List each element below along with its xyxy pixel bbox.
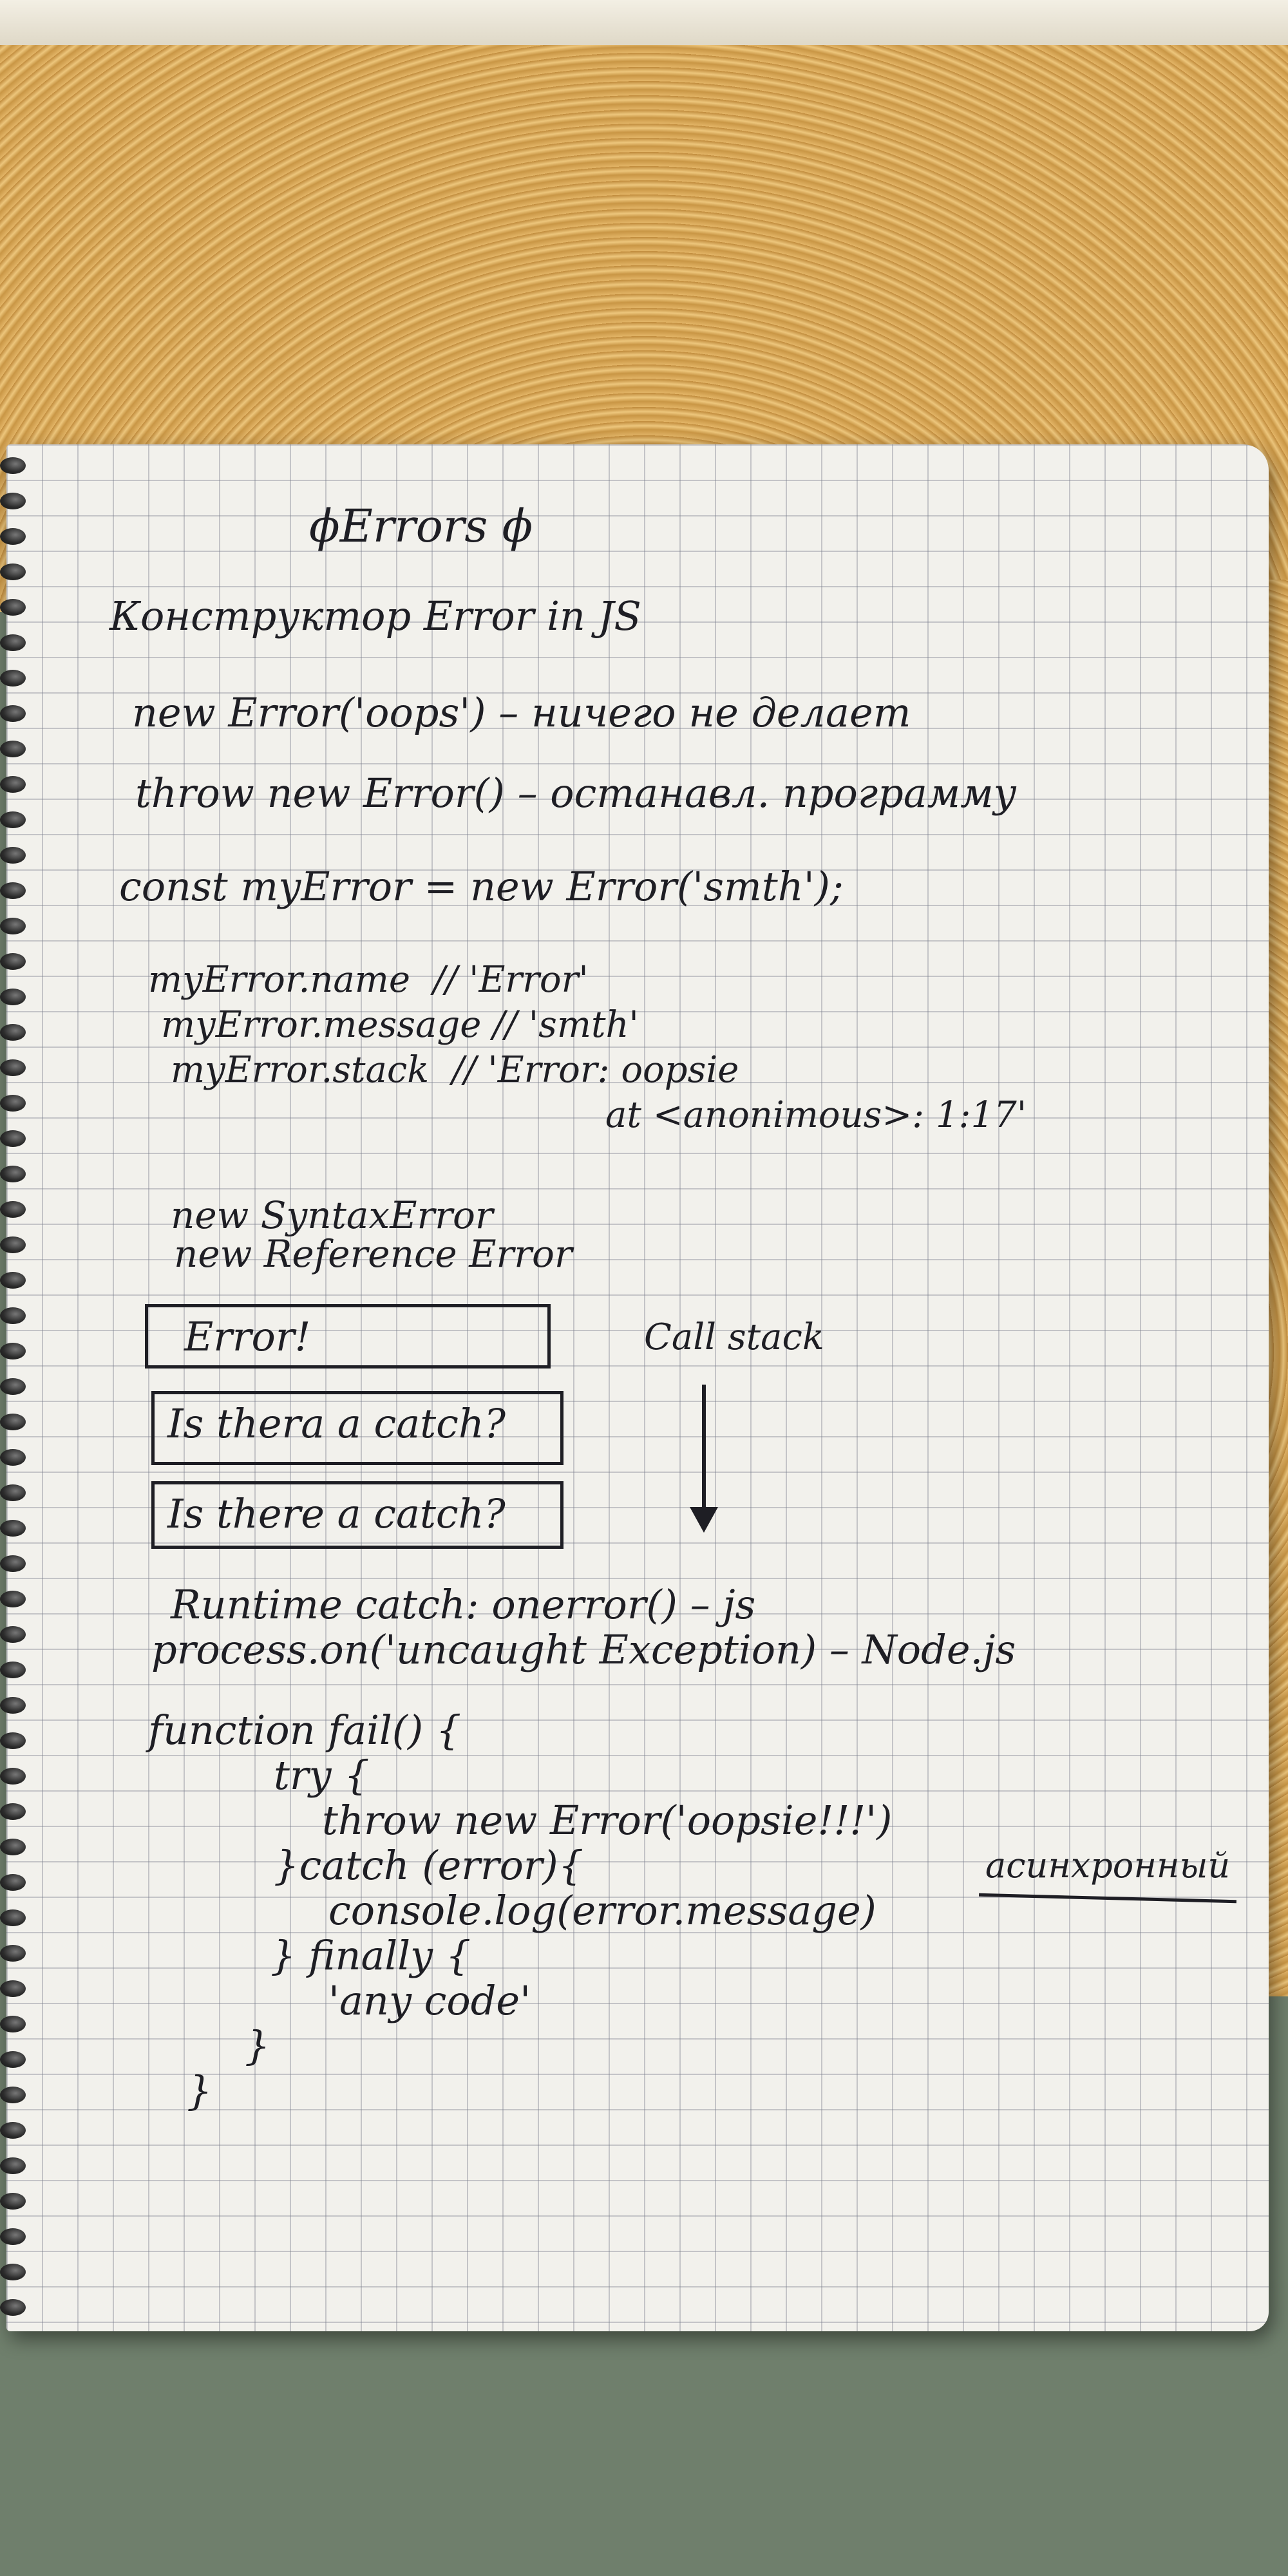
box-catch-2-label: Is there a catch? bbox=[167, 1490, 506, 1537]
spiral-ring bbox=[0, 1307, 26, 1324]
page-title: ϕErrors ϕ bbox=[309, 500, 533, 553]
spiral-ring bbox=[0, 528, 26, 545]
spiral-ring bbox=[0, 599, 26, 616]
call-stack-arrow-shaft bbox=[702, 1385, 706, 1513]
spiral-ring bbox=[0, 953, 26, 970]
spiral-ring bbox=[0, 1945, 26, 1962]
code-line-2: try { bbox=[274, 1752, 370, 1799]
note-error-message: myError.message // 'smth' bbox=[161, 1004, 639, 1046]
spiral-ring bbox=[0, 1980, 26, 1997]
call-stack-label: Call stack bbox=[644, 1316, 824, 1358]
spiral-ring bbox=[0, 918, 26, 934]
spiral-ring bbox=[0, 1024, 26, 1041]
code-line-1: function fail() { bbox=[148, 1707, 462, 1754]
box-error: Error! bbox=[145, 1304, 551, 1368]
spiral-ring bbox=[0, 2157, 26, 2174]
spiral-ring bbox=[0, 1166, 26, 1182]
spiral-ring bbox=[0, 1626, 26, 1643]
box-error-label: Error! bbox=[184, 1313, 311, 1360]
note-syntax-error: new SyntaxError bbox=[171, 1193, 493, 1237]
spiral-ring bbox=[0, 2122, 26, 2139]
spiral-ring bbox=[0, 1201, 26, 1218]
notebook-page: ϕErrors ϕ Конструктор Error in JS new Er… bbox=[0, 444, 1269, 2331]
spiral-ring bbox=[0, 1272, 26, 1289]
box-catch-1-label: Is thera a catch? bbox=[167, 1400, 506, 1447]
note-process-on: process.on('uncaught Exception) – Node.j… bbox=[151, 1626, 1016, 1673]
spiral-ring bbox=[0, 1378, 26, 1395]
spiral-ring bbox=[0, 705, 26, 722]
note-const-my-error: const myError = new Error('smth'); bbox=[119, 863, 844, 910]
note-runtime-catch: Runtime catch: onerror() – js bbox=[171, 1581, 756, 1628]
code-line-8: } bbox=[245, 2022, 270, 2069]
constructor-heading: Конструктор Error in JS bbox=[109, 592, 641, 639]
spiral-ring bbox=[0, 989, 26, 1005]
spiral-ring bbox=[0, 2016, 26, 2032]
spiral-ring bbox=[0, 847, 26, 864]
code-line-7: 'any code' bbox=[328, 1977, 531, 2024]
note-new-error: new Error('oops') – ничего не делает bbox=[132, 689, 911, 736]
spiral-ring bbox=[0, 2087, 26, 2103]
note-error-stack-continued: at <anonimous>: 1:17' bbox=[605, 1094, 1027, 1136]
spiral-ring bbox=[0, 776, 26, 793]
spiral-ring bbox=[0, 2264, 26, 2280]
spiral-ring bbox=[0, 1697, 26, 1714]
note-error-name: myError.name // 'Error' bbox=[148, 959, 589, 1001]
spiral-ring bbox=[0, 1130, 26, 1147]
spiral-ring bbox=[0, 1484, 26, 1501]
note-reference-error: new Reference Error bbox=[174, 1232, 573, 1276]
code-line-9: } bbox=[187, 2067, 213, 2114]
spiral-ring bbox=[0, 564, 26, 580]
spiral-ring bbox=[0, 457, 26, 474]
spiral-ring bbox=[0, 2299, 26, 2316]
spiral-ring bbox=[0, 1414, 26, 1430]
code-line-4: }catch (error){ bbox=[274, 1842, 584, 1889]
spiral-ring bbox=[0, 2051, 26, 2068]
spiral-ring bbox=[0, 1449, 26, 1466]
spiral-ring bbox=[0, 1803, 26, 1820]
spiral-ring bbox=[0, 1591, 26, 1607]
spiral-ring bbox=[0, 1520, 26, 1537]
spiral-ring bbox=[0, 882, 26, 899]
note-error-stack: myError.stack // 'Error: oopsie bbox=[171, 1049, 739, 1091]
side-note-async: асинхронный bbox=[985, 1845, 1231, 1886]
spiral-ring bbox=[0, 1909, 26, 1926]
spiral-ring bbox=[0, 493, 26, 509]
spiral-ring bbox=[0, 1874, 26, 1891]
spiral-ring bbox=[0, 1095, 26, 1112]
box-catch-2: Is there a catch? bbox=[151, 1481, 564, 1549]
spiral-ring bbox=[0, 2193, 26, 2210]
spiral-ring bbox=[0, 1768, 26, 1785]
spiral-ring bbox=[0, 1732, 26, 1749]
box-catch-1: Is thera a catch? bbox=[151, 1391, 564, 1465]
spiral-ring bbox=[0, 1343, 26, 1359]
spiral-ring bbox=[0, 2228, 26, 2245]
spiral-ring bbox=[0, 1839, 26, 1855]
spiral-ring bbox=[0, 1236, 26, 1253]
code-line-6: } finally { bbox=[270, 1932, 471, 1979]
spiral-ring bbox=[0, 1555, 26, 1572]
code-line-5: console.log(error.message) bbox=[328, 1887, 876, 1934]
call-stack-arrow-head bbox=[690, 1507, 718, 1533]
spiral-ring bbox=[0, 670, 26, 687]
spiral-ring bbox=[0, 634, 26, 651]
spiral-ring bbox=[0, 811, 26, 828]
spiral-ring bbox=[0, 1662, 26, 1678]
note-throw-error: throw new Error() – останавл. программу bbox=[135, 770, 1017, 817]
spiral-ring bbox=[0, 741, 26, 757]
spiral-ring bbox=[0, 1059, 26, 1076]
code-line-3: throw new Error('oopsie!!!') bbox=[322, 1797, 893, 1844]
